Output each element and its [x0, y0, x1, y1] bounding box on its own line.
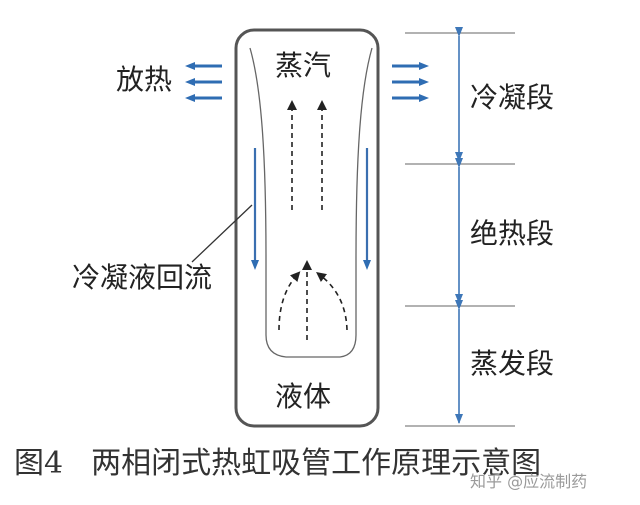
label-heat-release: 放热 [116, 63, 173, 96]
vapor-arrow-lower-right [316, 271, 348, 331]
label-evaporation-section: 蒸发段 [470, 347, 555, 380]
label-liquid: 液体 [275, 380, 332, 413]
figure-caption: 图4 两相闭式热虹吸管工作原理示意图 [14, 449, 541, 479]
vapor-arrow-lower-left [278, 271, 301, 331]
condensate-leader-line [191, 204, 253, 263]
figure-number: 图4 [14, 446, 64, 481]
label-condensation-section: 冷凝段 [470, 81, 555, 114]
label-condensate-return: 冷凝液回流 [72, 261, 213, 294]
tube-inner-film [249, 47, 373, 358]
label-vapor: 蒸汽 [275, 49, 332, 82]
label-adiabatic-section: 绝热段 [470, 217, 555, 250]
figure-title: 两相闭式热虹吸管工作原理示意图 [91, 446, 542, 481]
watermark: 知乎 @应流制药 [470, 472, 588, 491]
tube-outer-wall [234, 28, 380, 428]
